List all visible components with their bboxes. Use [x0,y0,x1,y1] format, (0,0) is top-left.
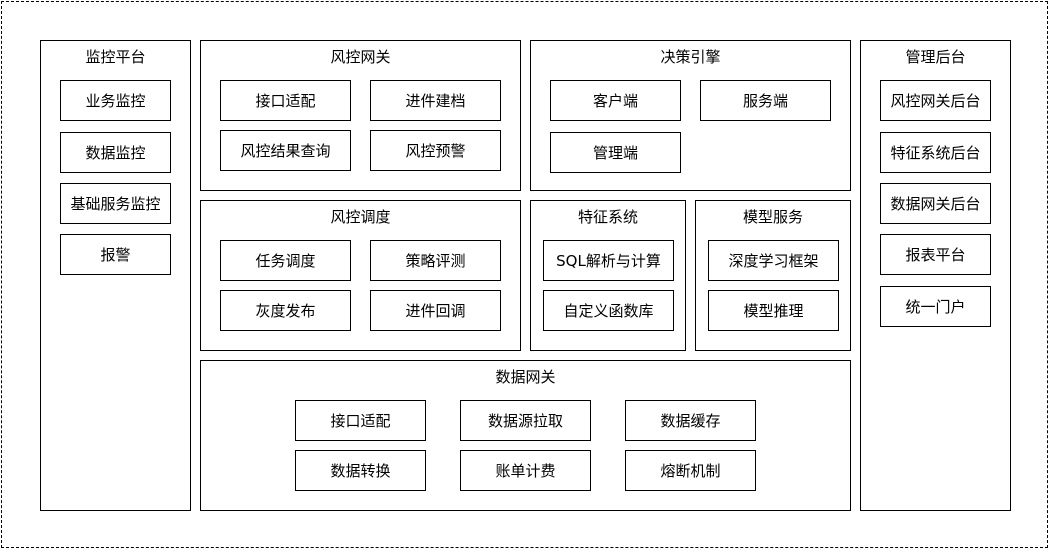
decision-item-manager: 管理端 [550,132,681,173]
decision-item-client: 客户端 [550,80,681,121]
monitor-item-infra: 基础服务监控 [60,183,171,224]
datagw-item-billing: 账单计费 [460,450,591,491]
admin-item-datagw: 数据网关后台 [880,183,991,224]
schedule-title: 风控调度 [330,208,391,226]
admin-item-feature: 特征系统后台 [880,132,991,173]
datagw-item-circuit-breaker: 熔断机制 [625,450,756,491]
schedule-item-callback: 进件回调 [370,290,501,331]
schedule-item-gray: 灰度发布 [220,290,351,331]
schedule-item-strategy: 策略评测 [370,240,501,281]
gateway-item-interface: 接口适配 [220,80,351,121]
datagw-item-interface: 接口适配 [295,400,426,441]
admin-item-gateway: 风控网关后台 [880,80,991,121]
gateway-title: 风控网关 [330,48,391,66]
decision-item-server: 服务端 [700,80,831,121]
datagw-item-source: 数据源拉取 [460,400,591,441]
monitor-item-alarm: 报警 [60,234,171,275]
datagw-item-convert: 数据转换 [295,450,426,491]
feature-title: 特征系统 [577,208,638,226]
admin-item-portal: 统一门户 [880,286,991,327]
gateway-item-warning: 风控预警 [370,130,501,171]
monitor-item-business: 业务监控 [60,80,171,121]
model-item-framework: 深度学习框架 [708,240,839,281]
monitor-item-data: 数据监控 [60,132,171,173]
datagw-item-cache: 数据缓存 [625,400,756,441]
gateway-item-filing: 进件建档 [370,80,501,121]
datagw-title: 数据网关 [495,368,556,386]
monitor-title: 监控平台 [85,48,146,66]
schedule-item-task: 任务调度 [220,240,351,281]
admin-item-report: 报表平台 [880,234,991,275]
decision-title: 决策引擎 [660,48,721,66]
model-title: 模型服务 [742,208,803,226]
gateway-item-query: 风控结果查询 [220,130,351,171]
feature-item-sql: SQL解析与计算 [543,240,674,281]
model-item-inference: 模型推理 [708,290,839,331]
admin-title: 管理后台 [905,48,966,66]
feature-item-udf: 自定义函数库 [543,290,674,331]
